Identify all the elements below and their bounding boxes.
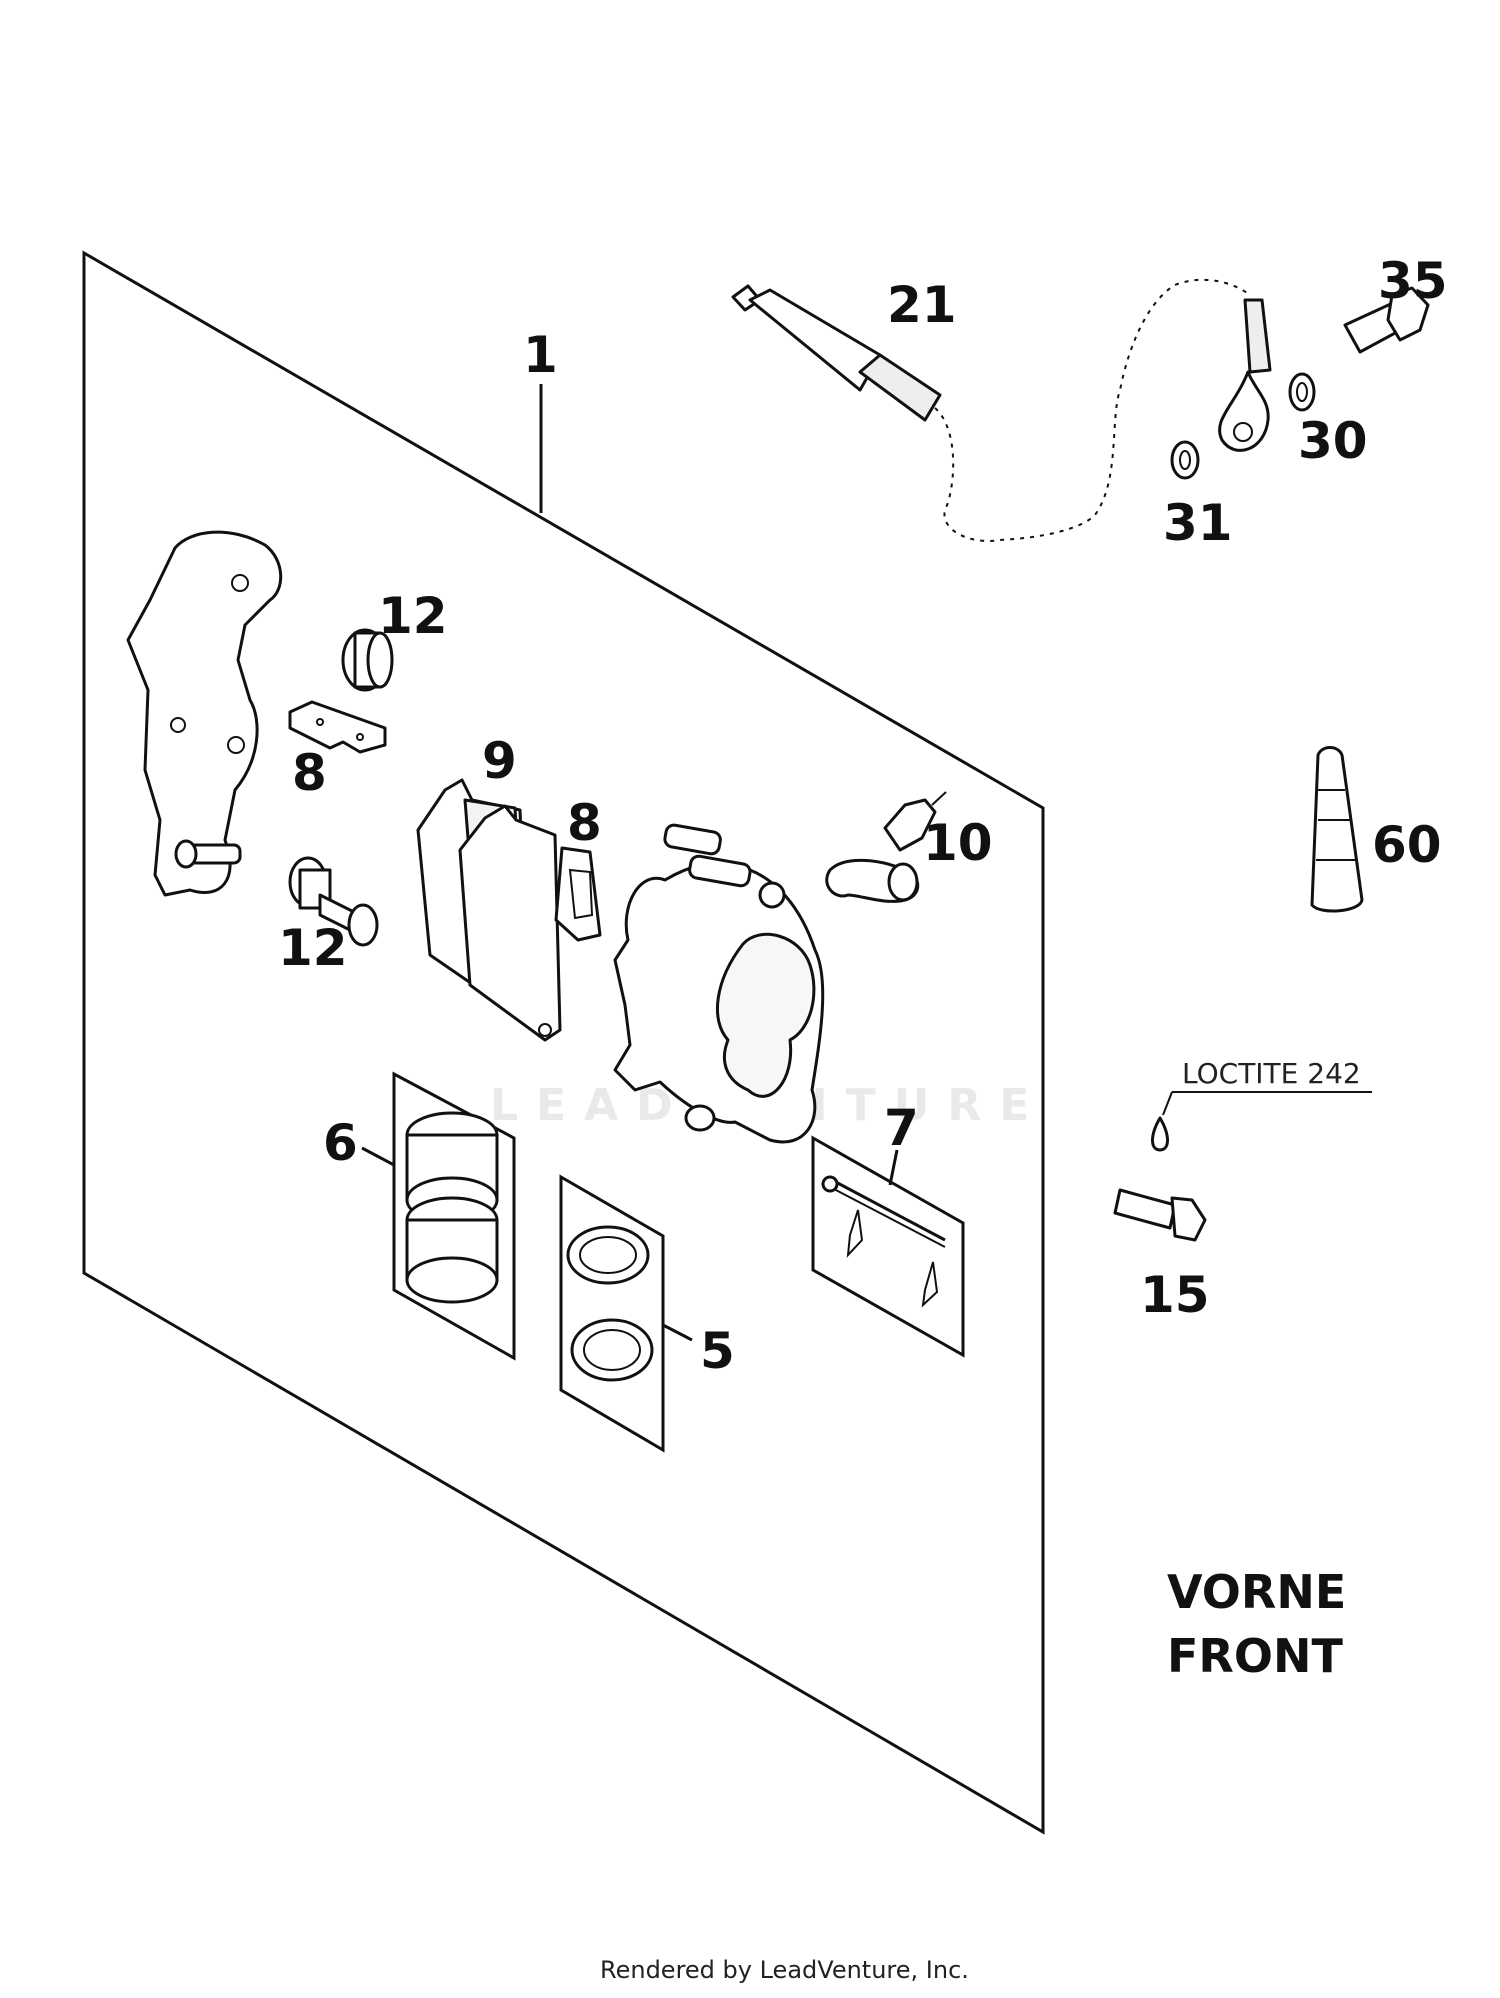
bleed-screw-icon[interactable] — [825, 791, 947, 903]
footer-credit: Rendered by LeadVenture, Inc. — [600, 1956, 969, 1984]
part-label-12-upper[interactable]: 12 — [378, 587, 448, 645]
guide-pin-icon[interactable] — [288, 856, 379, 947]
part-label-9[interactable]: 9 — [482, 732, 517, 790]
part-label-8-middle[interactable]: 8 — [567, 794, 602, 852]
pad-pin-icon[interactable] — [821, 1175, 946, 1308]
brake-hose-icon[interactable] — [731, 278, 1272, 542]
part-label-5[interactable]: 5 — [700, 1322, 735, 1380]
part-label-30[interactable]: 30 — [1298, 412, 1368, 470]
caliper-bracket-icon[interactable] — [126, 530, 283, 897]
piston-icon[interactable] — [405, 1111, 499, 1304]
part-label-12-lower[interactable]: 12 — [278, 919, 348, 977]
part-label-10[interactable]: 10 — [923, 814, 993, 872]
copper-washer-icon[interactable] — [1170, 440, 1200, 480]
piston-seal-icon[interactable] — [566, 1225, 654, 1382]
banjo-bolt-icon[interactable] — [1343, 286, 1430, 354]
part-label-7[interactable]: 7 — [884, 1099, 919, 1157]
caliper-body-icon[interactable] — [613, 823, 825, 1144]
thread-locker-tube-icon[interactable] — [1310, 746, 1364, 913]
pad-spring-icon[interactable] — [288, 700, 387, 754]
copper-washer-icon[interactable] — [1288, 372, 1316, 412]
droplet-icon — [1151, 1116, 1169, 1152]
pad-retainer-icon[interactable] — [554, 846, 602, 942]
part-label-6[interactable]: 6 — [323, 1114, 358, 1172]
brake-pads-icon[interactable] — [416, 778, 562, 1042]
rubber-boot-icon[interactable] — [341, 628, 394, 692]
part-label-15[interactable]: 15 — [1140, 1266, 1210, 1324]
pin-kit-panel — [811, 1135, 965, 1358]
region-label-vorne: VORNE — [1167, 1565, 1346, 1619]
part-label-8-upper[interactable]: 8 — [292, 744, 327, 802]
loctite-note: LOCTITE 242 — [1182, 1057, 1361, 1090]
part-label-1[interactable]: 1 — [523, 326, 558, 384]
bolt-icon[interactable] — [1113, 1188, 1207, 1242]
part-label-31[interactable]: 31 — [1163, 494, 1233, 552]
part-label-21[interactable]: 21 — [887, 276, 957, 334]
kit-panel — [82, 250, 1045, 1835]
part-label-35[interactable]: 35 — [1378, 252, 1448, 310]
part-label-60[interactable]: 60 — [1372, 816, 1442, 874]
region-label-front: FRONT — [1167, 1629, 1343, 1683]
seal-kit-panel — [559, 1174, 665, 1453]
